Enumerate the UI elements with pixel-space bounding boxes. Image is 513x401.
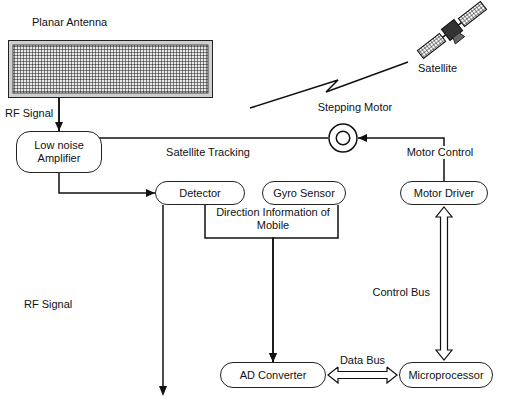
arrowhead [269,353,277,362]
box-label: Low noise Amplifier [25,139,93,165]
box-text: Gyro Sensor [273,187,335,200]
rf-output-line [162,205,164,389]
arrowhead [269,353,277,362]
annotation-label: Direction Information of Mobile [212,206,334,232]
satellite-icon [416,0,491,65]
sensor-box: Gyro Sensor [262,181,346,205]
edge-label: Data Bus [338,354,387,367]
edge-label: Satellite Tracking [164,146,252,159]
box-label: Motor Driver [414,187,475,200]
edge-label: Control Bus [371,286,432,299]
annotation-label: Satellite [418,62,457,75]
box-label: AD Converter [240,369,307,382]
bus-arrow [436,207,452,360]
amplifier-box: Low noise Amplifier [16,131,102,173]
connector [59,98,328,142]
processor-box: Microprocessor [399,362,493,388]
motor-symbol [328,123,358,153]
signal-line [59,173,155,193]
signal-line [59,98,328,138]
box-label: Microprocessor [408,369,483,382]
driver-box: Motor Driver [400,181,488,205]
bus-arrow [328,367,397,383]
connector [328,367,397,383]
stepping-motor: Stepping Motor [328,123,358,153]
box-label: Detector [179,187,221,200]
box-text: Motor Driver [414,187,475,200]
heading-label: Stepping Motor [318,101,393,114]
box-label: Gyro Sensor [273,187,335,200]
antenna-grid [8,40,213,98]
rf-output-arrowhead [159,386,167,396]
annotation-label: RF Signal [24,298,72,311]
planar-antenna: Planar Antenna [8,40,213,98]
detector-box: Detector [155,181,245,205]
box-text: AD Converter [240,369,307,382]
converter-box: AD Converter [220,362,326,388]
signal-line [358,138,444,181]
connector [436,207,452,360]
arrowhead [358,134,367,142]
connector [59,173,155,197]
arrowhead [146,189,155,197]
box-text: Low noise Amplifier [25,139,93,165]
edge-label: RF Signal [3,107,55,120]
box-text: Detector [179,187,221,200]
heading-label: Planar Antenna [32,16,107,29]
box-text: Microprocessor [408,369,483,382]
edge-label: Motor Control [405,146,476,159]
